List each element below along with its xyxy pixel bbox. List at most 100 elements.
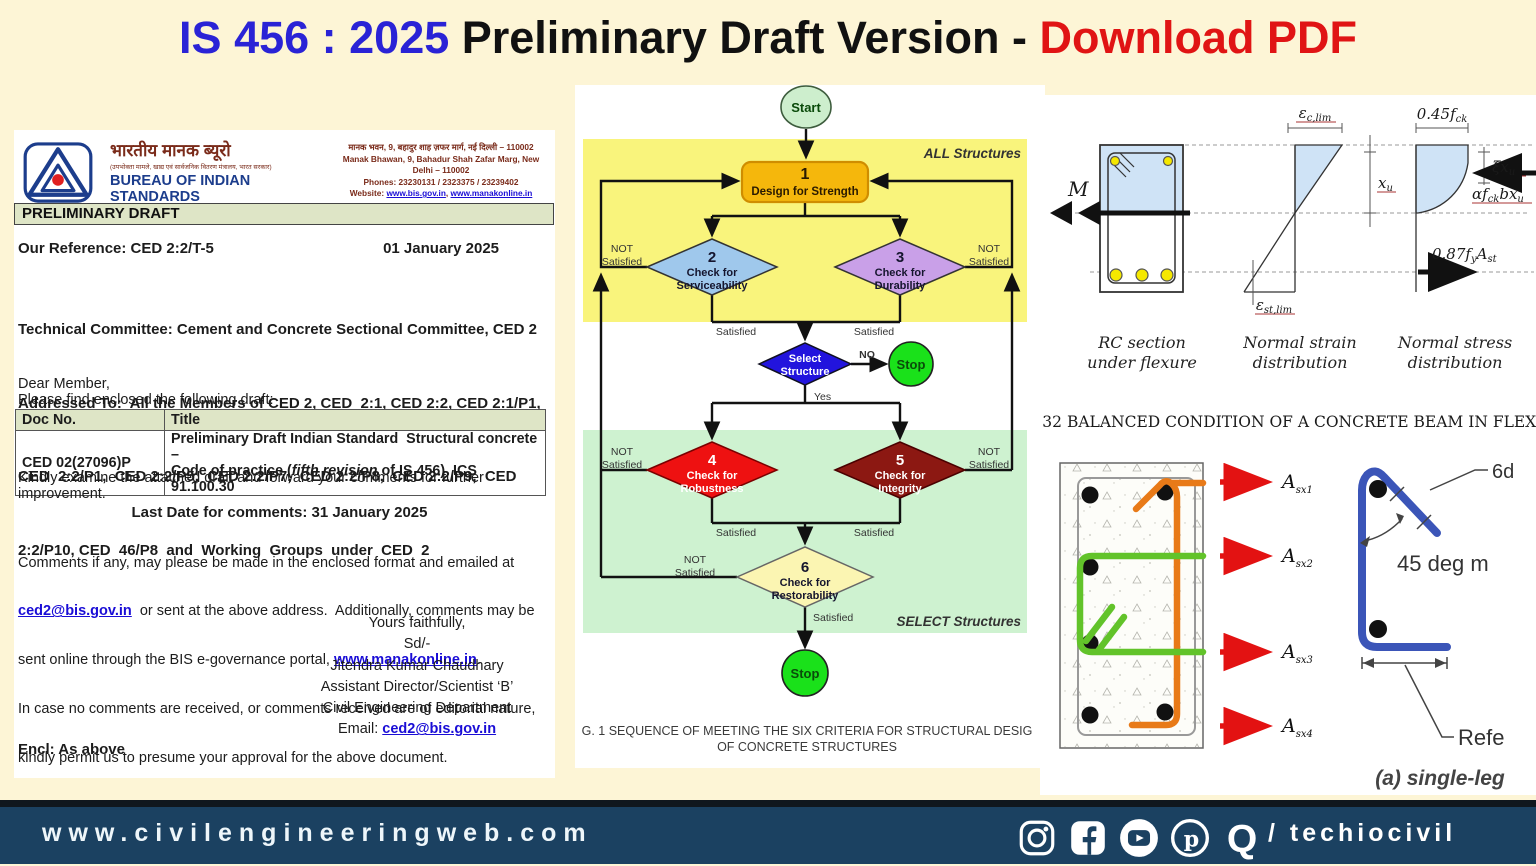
manakonline-link[interactable]: www.manakonline.in [450, 188, 533, 198]
satisfied-label: Satisfied [716, 527, 756, 539]
strain-diagram [1243, 121, 1396, 315]
node2-line1: Check for [687, 267, 738, 279]
social-handle[interactable]: / techiocivil [1268, 819, 1457, 847]
node5-line1: Check for [875, 470, 926, 482]
last-date-line: Last Date for comments: 31 January 2025 [131, 504, 428, 521]
not-label: NOT [611, 446, 634, 458]
table-cell-docno: CED 02(27096)P [15, 430, 165, 496]
start-label: Start [791, 100, 821, 115]
flowchart-caption-line1: G. 1 SEQUENCE OF MEETING THE SIX CRITERI… [582, 724, 1033, 738]
hook-extension-label: 6d [1492, 461, 1514, 483]
signature-line: Sd/- [403, 636, 431, 653]
website-label: Website: [349, 188, 387, 198]
satisfied-label: Satisfied [675, 567, 715, 579]
enclosed-line: Please find enclosed the following draft… [18, 392, 274, 408]
serviceability-node [645, 238, 779, 296]
all-structures-label: ALL Structures [923, 146, 1022, 161]
email-link[interactable]: ced2@bis.gov.in [18, 603, 132, 620]
website-line: Website: www.bis.gov.in, www.manakonline… [332, 188, 550, 200]
draft-title-line2a: Code of practice ( [171, 463, 292, 479]
not-label: NOT [611, 243, 634, 255]
draft-title-italic: fifth revision [291, 463, 378, 479]
node6-number: 6 [801, 559, 809, 576]
download-pdf-link[interactable]: Download PDF [1039, 12, 1357, 63]
addressed-to-line3: 2:2/P10, CED 46/P8 and Working Groups un… [18, 541, 430, 559]
asx2-label: Asx2 [1280, 545, 1313, 570]
footer-bar: www.civilengineeringweb.com p Q / techio… [0, 800, 1536, 864]
xi-xu-label: ξxu [1492, 158, 1515, 178]
start-node [780, 85, 832, 129]
concrete-section [1059, 462, 1207, 749]
letterhead-address-block: मानक भवन, 9, बहादुर शाह ज़फर मार्ग, नई द… [332, 142, 550, 200]
select-line2: Structure [781, 366, 830, 378]
node2-number: 2 [708, 249, 716, 266]
enclosure-line: Encl: As above [18, 741, 125, 758]
design-flowchart: ALL Structures SELECT Structures Start 1… [575, 85, 1045, 768]
stress-diagram [1415, 123, 1536, 292]
comments-line3: sent online through the BIS e-governance… [18, 652, 535, 668]
node3-number: 3 [896, 249, 904, 266]
table-header-title: Title [164, 409, 546, 431]
rebar-dots [1109, 155, 1174, 282]
asx3-label: Asx3 [1280, 641, 1313, 666]
node5-line2: Integrity [878, 483, 922, 495]
preliminary-draft-banner: PRELIMINARY DRAFT [14, 203, 554, 225]
kindly-line2: improvement. [18, 486, 106, 503]
not-satisfied-labels-top: NOT Satisfied NOT Satisfied Satisfied Sa… [602, 243, 1009, 338]
salutation: Dear Member, [18, 376, 110, 392]
satisfied-label: Satisfied [854, 527, 894, 539]
signature-email-link[interactable]: ced2@bis.gov.in [382, 721, 497, 738]
stress-caption2: distribution [1408, 353, 1503, 372]
robustness-node [645, 441, 779, 499]
signature-line: Civil Engineering Department [322, 700, 512, 717]
asx-arrows [1220, 462, 1273, 746]
bend-angle-label: 45 deg m [1397, 551, 1489, 576]
node4-number: 4 [708, 452, 717, 469]
salutation-block: Dear Member, Please find enclosed the fo… [18, 376, 274, 408]
select-structures-label: SELECT Structures [896, 614, 1021, 629]
design-for-strength-node [740, 160, 870, 204]
strain-top-label: εc,lim [1299, 104, 1332, 124]
rc-beam-section [1099, 144, 1184, 293]
compression-force-label: αfckbxu [1472, 185, 1524, 205]
title-text: Preliminary Draft Version - [449, 12, 1040, 63]
select-structure-node [757, 342, 853, 386]
title-standard-code: IS 456 : 2025 [179, 12, 450, 63]
technical-committee: Technical Committee: Cement and Concrete… [18, 321, 538, 338]
youtube-icon[interactable] [1118, 817, 1160, 864]
flow-connectors [592, 129, 1021, 650]
satisfied-label: Satisfied [602, 459, 642, 471]
moment-label: M [1067, 177, 1089, 201]
fig32-caption: FIG. 32 BALANCED CONDITION OF A CONCRETE… [1040, 413, 1536, 431]
facebook-icon[interactable] [1067, 817, 1109, 864]
not-label: NOT [978, 243, 1001, 255]
footer-website[interactable]: www.civilengineeringweb.com [42, 819, 593, 847]
our-reference: Our Reference: CED 2:2/T-5 [18, 240, 214, 257]
comments-line2: ced2@bis.gov.in or sent at the above add… [18, 603, 535, 619]
instagram-icon[interactable] [1016, 817, 1058, 864]
org-name-hindi: भारतीय मानक ब्यूरो [110, 141, 231, 160]
pinterest-icon[interactable]: p [1169, 817, 1211, 864]
satisfied-label: Satisfied [969, 256, 1009, 268]
integrity-node [833, 441, 967, 499]
satisfied-label: Satisfied [716, 326, 756, 338]
draft-title-line1: Preliminary Draft Indian Standard Struct… [171, 431, 542, 463]
website-separator: , [445, 188, 451, 198]
quora-icon[interactable]: Q [1220, 815, 1266, 866]
strain-bottom-label: εst,lim [1256, 296, 1292, 316]
tension-force-label: 0.87fyAst [1432, 245, 1498, 265]
bis-website-link[interactable]: www.bis.gov.in [386, 188, 446, 198]
durability-node [833, 238, 967, 296]
node5-number: 5 [896, 452, 904, 469]
no-label: NO [859, 349, 875, 361]
engineering-figures: M εc,lim εst,lim xu 0.45fck ξxu αfckbxu … [1040, 95, 1536, 795]
node1-number: 1 [801, 166, 810, 183]
stop-node-end [781, 649, 829, 697]
node4-line2: Robustness [681, 483, 744, 495]
satisfied-label: Satisfied [602, 256, 642, 268]
portal-link[interactable]: www.manakonline.in [333, 652, 477, 669]
draft-table: Doc No. Title CED 02(27096)P Preliminary… [15, 409, 546, 496]
rc-section-caption2: under flexure [1087, 353, 1197, 372]
single-leg-caption: (a) single-leg [1375, 767, 1505, 790]
stress-caption1: Normal stress [1397, 333, 1512, 352]
